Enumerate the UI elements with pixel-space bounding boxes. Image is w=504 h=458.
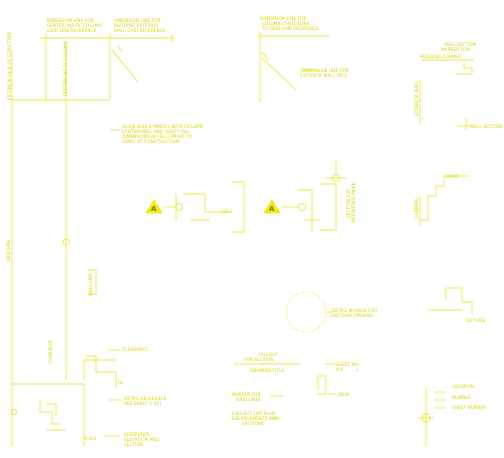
- center-note-line3: DIMENSIONS IN FIELD PRIOR TO: [122, 134, 193, 139]
- right-bottom-corner-label: OUTSIDE: [466, 318, 486, 323]
- right-stair-group: STAIR LANDING: [414, 174, 470, 226]
- center-bottom-5-line1: MARKER FOR: [232, 392, 261, 397]
- right-mid-label-2: LANDING: [414, 198, 419, 218]
- center-bottom-6-line3: SECTIONS: [242, 421, 264, 426]
- grid-marker-a-label: A: [151, 205, 157, 213]
- top-right-callout-line2: MARKER FOR: [441, 47, 470, 52]
- bottom-note-line3: SECTION: [124, 442, 143, 447]
- right-mid-label-1: STAIR: [446, 174, 458, 179]
- left-vertical-label-3: GRID LINE: [6, 240, 11, 262]
- top-left-callout-b-line1: DIMENSION LINE FOR: [114, 18, 161, 23]
- bottom-tag: A-401: [84, 436, 97, 441]
- grid-marker-a-triangle: [145, 199, 163, 214]
- left-mid-vertical-label: WALL LINE: [88, 273, 93, 296]
- right-vertical-label-1: EXTERIOR WALL: [414, 80, 419, 116]
- grid-marker-b-label: A: [269, 205, 275, 213]
- detail-circle-label-line2: CIRCULAR OPENING: [330, 313, 373, 318]
- grid-marker-b-triangle: [263, 199, 281, 214]
- bottom-note-line2: ELEVATION AND: [124, 437, 159, 442]
- center-bottom-1-line1: CALLOUT: [258, 352, 278, 357]
- left-lower-vertical-label: CORRIDOR: [48, 340, 53, 364]
- right-bottom-list-3: SHEET NUMBER: [452, 405, 486, 410]
- right-bottom-bubble-group: LOCATION NUMBER SHEET NUMBER: [418, 384, 486, 446]
- top-center-lower-line2: EXTERIOR WALL FACE: [300, 73, 348, 78]
- left-vertical-label-2: CENTERLINE OF COLUMN: [63, 41, 68, 96]
- grid-bubble-1: [175, 203, 183, 211]
- left-structure-lines: GRID LINE WALL LINE CORRIDOR: [6, 44, 97, 446]
- lower-note-2-line1: DETAIL REFERENCE: [124, 396, 167, 401]
- center-note-group: ALIGN GRID SYMBOLS WITH COLUMN CENTERLIN…: [110, 124, 203, 144]
- top-right-wall-section-group: WALL SECTION MARKER FOR BUILDING CORNER …: [414, 42, 502, 130]
- center-bottom-1-line2: FOR SECTION: [244, 357, 274, 362]
- top-center-lower-line1: DIMENSION LINE FOR: [302, 68, 349, 73]
- top-center-dimension-group: DIMENSION LINE FOR COLUMN CENTERLINE TO …: [258, 16, 349, 102]
- top-center-callout-line2: COLUMN CENTERLINE: [262, 21, 310, 26]
- center-note-line2: CENTERLINES AND VERIFY ALL: [122, 129, 189, 134]
- lower-note-1: CLEARANCE: [122, 347, 148, 352]
- lower-note-2-line2: SEE SHEET A-501: [124, 401, 162, 406]
- center-bottom-3-line3: 3: [356, 367, 359, 372]
- detail-circle-group: DETAIL MARKER FOR CIRCULAR OPENING: [285, 291, 377, 333]
- middle-tag: GR-1: [222, 209, 233, 214]
- small-tag-ol: OL: [118, 380, 124, 385]
- center-note-line1: ALIGN GRID SYMBOLS WITH COLUMN: [122, 124, 203, 129]
- right-bottom-label-1: WALL SECTION: [470, 124, 502, 129]
- center-bottom-callouts: CALLOUT FOR SECTION DRAWING TITLE SHEET …: [232, 352, 359, 426]
- top-left-callout-b-line3: WALL GRID REFERENCE: [114, 28, 166, 33]
- center-bottom-3-line2: A-5: [336, 367, 343, 372]
- top-right-callout-line3: BUILDING CORNER: [420, 54, 461, 59]
- right-bottom-list-1: LOCATION: [452, 384, 474, 389]
- top-right-callout-line1: WALL SECTION: [444, 42, 476, 47]
- right-corner-marker-group: OUTSIDE: [428, 287, 486, 323]
- center-bottom-6-line1: CALLOUT FOR PLAN: [232, 411, 275, 416]
- center-right-vertical-1: SECTION CUT: [346, 188, 351, 218]
- grid-bubble-2: [298, 203, 306, 211]
- top-left-callout-a-line1: DIMENSION LINE FOR: [47, 18, 94, 23]
- center-bottom-3-line1: SHEET NO.: [336, 362, 359, 367]
- left-vertical-label-1: EXTERIOR FACE OF STRUCTURE: [7, 31, 12, 100]
- center-bottom-5-line2: GRID LINES: [236, 397, 261, 402]
- center-note-line4: START OF CONSTRUCTION: [122, 139, 179, 144]
- top-center-callout-line3: TO GRID LINE REFERENCE: [261, 26, 319, 31]
- center-bottom-4: VIEW: [338, 392, 349, 397]
- right-bottom-list-2: NUMBER: [452, 395, 471, 400]
- lower-left-detail-group: CLEARANCE OL DETAIL REFERENCE SEE SHEET …: [11, 347, 166, 447]
- center-bottom-2: DRAWING TITLE: [250, 368, 285, 373]
- top-center-callout-line1: DIMENSION LINE FOR: [260, 16, 307, 21]
- top-left-callout-a-line3: GRID LINE REFERENCE: [47, 28, 97, 33]
- grid-marker-row: A GR-1 A SECTION CUT REFERENCE MARK: [145, 160, 356, 233]
- bottom-note-line1: REFERENCE: [124, 432, 150, 437]
- center-right-vertical-2: REFERENCE MARK: [351, 182, 356, 222]
- detail-circle: [285, 291, 327, 333]
- detail-circle-label-line1: DETAIL MARKER FOR: [332, 308, 377, 313]
- top-left-dimension-group: DIMENSION LINE FOR CENTERLINE OF COLUMN …: [7, 18, 174, 101]
- top-left-callout-b-line2: BUILDING EXTERIOR: [114, 23, 158, 28]
- top-left-callout-a-line2: CENTERLINE OF COLUMN: [47, 23, 102, 28]
- center-bottom-6-line2: ENLARGEMENTS AND: [232, 416, 279, 421]
